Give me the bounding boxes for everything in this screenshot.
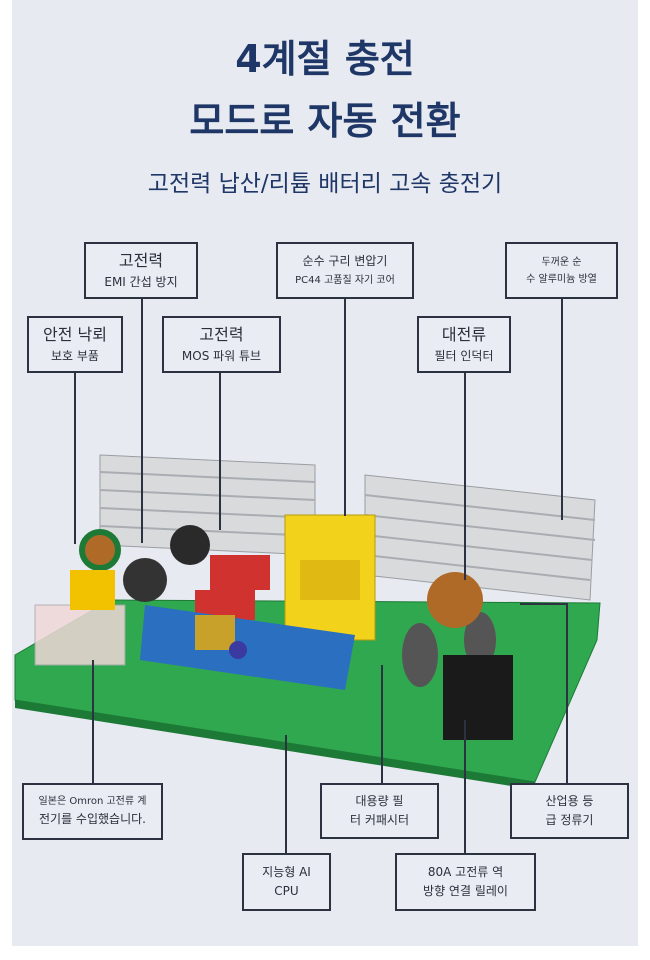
label-transformer-line1: 순수 구리 변압기 <box>302 254 388 269</box>
label-capacitor-line2: 터 커패시터 <box>349 813 409 827</box>
leader-line-capacitor <box>381 665 383 783</box>
label-capacitor-line1: 대용량 필 <box>355 793 404 808</box>
label-reverse-relay: 80A 고전류 역 방향 연결 릴레이 <box>395 853 536 911</box>
title-line-2: 모드로 자동 전환 <box>189 99 461 143</box>
label-lightning-line2: 보호 부품 <box>51 348 99 363</box>
label-omron-line2: 전기를 수입했습니다. <box>39 812 146 827</box>
leader-line-rectifier-h <box>520 603 568 605</box>
label-filter-capacitor: 대용량 필 터 커패시터 <box>320 783 439 839</box>
leader-line-heatsink <box>561 298 563 520</box>
label-mos-line1: 고전력 <box>199 325 244 345</box>
label-mos-tube: 고전력 MOS 파워 튜브 <box>162 316 281 373</box>
label-inductor-line1: 대전류 <box>441 325 487 345</box>
transformer <box>284 514 376 641</box>
label-omron-relay: 일본은 Omron 고전류 계 전기를 수입했습니다. <box>22 783 163 840</box>
label-ai-cpu: 지능형 AI CPU <box>242 853 331 911</box>
label-rectifier: 산업용 등 급 정류기 <box>510 783 629 839</box>
label-transformer-line2: PC44 고품질 자기 코어 <box>295 274 395 286</box>
label-lightning-protection: 안전 낙뢰 보호 부품 <box>27 316 123 373</box>
title-line-1: 4계절 충전 <box>235 37 415 81</box>
leader-line-rectifier <box>566 603 568 783</box>
label-relay-line1: 80A 고전류 역 <box>427 864 504 879</box>
label-emi-filter: 고전력 EMI 간섭 방지 <box>84 242 198 299</box>
leader-line-emi <box>141 298 143 543</box>
leader-line-mos <box>219 372 221 530</box>
leader-line-lightning <box>74 372 76 544</box>
leader-line-relay <box>464 720 466 853</box>
label-lightning-line1: 안전 낙뢰 <box>43 325 107 345</box>
leader-line-inductor <box>464 372 466 580</box>
relays <box>34 570 513 740</box>
pcb-edge <box>15 700 537 790</box>
label-mos-line2: MOS 파워 튜브 <box>181 348 262 363</box>
label-rectifier-line1: 산업용 등 <box>545 793 594 808</box>
label-heatsink: 두꺼운 순 수 알루미늄 방열 <box>505 242 618 299</box>
label-heatsink-line2: 수 알루미늄 방열 <box>526 273 597 285</box>
leader-line-cpu <box>285 735 287 853</box>
label-cpu-line2: CPU <box>274 884 299 898</box>
label-transformer: 순수 구리 변압기 PC44 고품질 자기 코어 <box>276 242 414 299</box>
label-filter-inductor: 대전류 필터 인덕터 <box>417 316 511 373</box>
label-rectifier-line2: 급 정류기 <box>545 813 594 827</box>
label-emi-line1: 고전력 <box>118 251 164 271</box>
inductors <box>79 529 483 628</box>
label-cpu-line1: 지능형 AI <box>262 864 311 879</box>
leader-line-transformer <box>344 298 346 516</box>
cpu-module <box>140 605 355 690</box>
label-relay-line2: 방향 연결 릴레이 <box>423 884 508 898</box>
capacitors <box>123 525 496 687</box>
leader-line-omron <box>92 660 94 783</box>
subtitle: 고전력 납산/리튬 배터리 고속 충전기 <box>147 171 503 197</box>
label-inductor-line2: 필터 인덕터 <box>434 348 494 363</box>
label-emi-line2: EMI 간섭 방지 <box>104 274 178 289</box>
label-omron-line1: 일본은 Omron 고전류 계 <box>38 796 147 808</box>
label-heatsink-line1: 두꺼운 순 <box>541 256 582 268</box>
